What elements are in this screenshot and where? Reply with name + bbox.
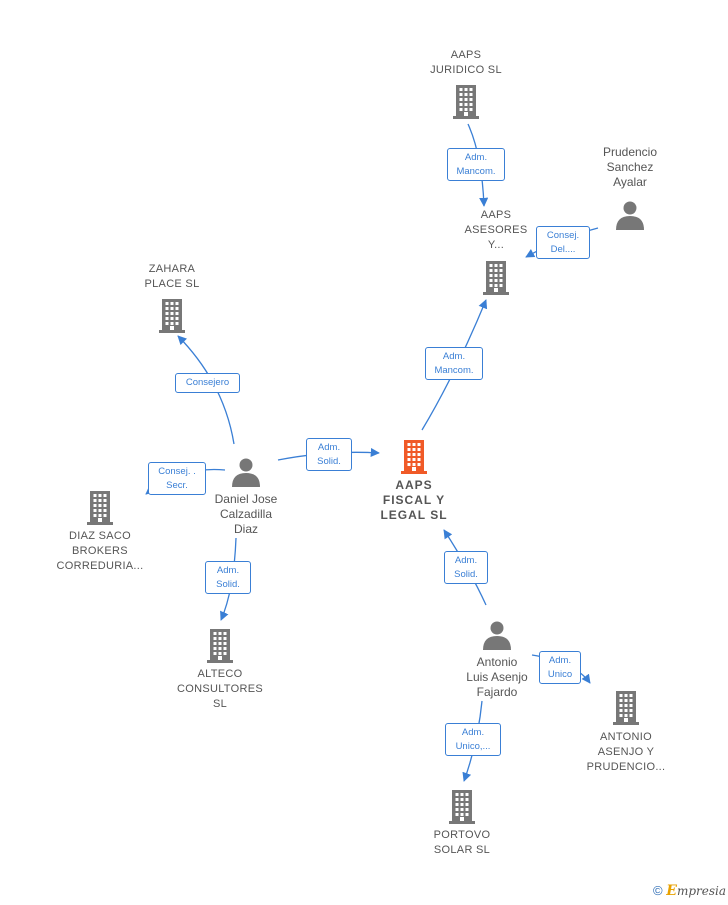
node-label: Daniel Jose Calzadilla Diaz	[214, 492, 278, 536]
building-icon	[449, 790, 475, 824]
empresia-logo: Empresia	[666, 883, 726, 899]
relation-label[interactable]: Consej. Del....	[536, 226, 590, 259]
copyright-symbol: ©	[653, 883, 663, 898]
node-label: ANTONIO ASENJO Y PRUDENCIO...	[586, 731, 666, 773]
relation-label[interactable]: Adm. Unico	[539, 651, 581, 684]
node-label: ZAHARA PLACE SL	[144, 263, 200, 290]
relation-label[interactable]: Adm. Mancom.	[425, 347, 483, 380]
building-icon	[453, 85, 479, 119]
building-icon	[401, 440, 427, 474]
relation-label[interactable]: Consejero	[175, 373, 240, 393]
node-label: AAPS JURIDICO SL	[430, 49, 502, 76]
building-icon	[483, 261, 509, 295]
relation-label[interactable]: Adm. Solid.	[444, 551, 488, 584]
empresia-footer[interactable]: © Empresia	[653, 883, 726, 899]
relation-label[interactable]: Adm. Solid.	[205, 561, 251, 594]
node-label: Antonio Luis Asenjo Fajardo	[466, 655, 528, 699]
building-icon	[87, 491, 113, 525]
relation-label[interactable]: Adm. Solid.	[306, 438, 352, 471]
node-label: ALTECO CONSULTORES SL	[176, 668, 264, 710]
relation-label[interactable]: Consej. . Secr.	[148, 462, 206, 495]
node-label: Prudencio Sanchez Ayalar	[602, 145, 658, 189]
building-icon	[207, 629, 233, 663]
node-label: AAPS FISCAL Y LEGAL SL	[380, 478, 448, 522]
person-icon	[616, 201, 644, 230]
node-label: AAPS ASESORES Y...	[464, 209, 528, 251]
building-icon	[613, 691, 639, 725]
building-icon	[159, 299, 185, 333]
person-icon	[232, 458, 260, 487]
node-label: PORTOVO SOLAR SL	[433, 829, 491, 856]
relation-label[interactable]: Adm. Mancom.	[447, 148, 505, 181]
node-label: DIAZ SACO BROKERS CORREDURIA...	[56, 530, 144, 572]
relation-label[interactable]: Adm. Unico,...	[445, 723, 501, 756]
person-icon	[483, 621, 511, 650]
